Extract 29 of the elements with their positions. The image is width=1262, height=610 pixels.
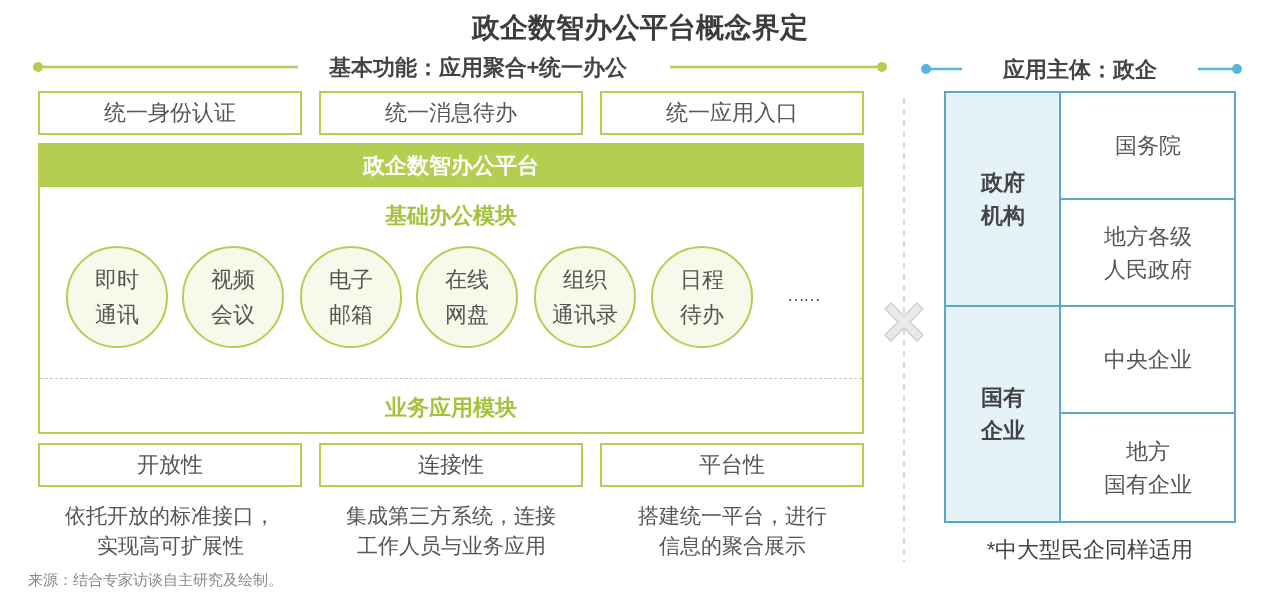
feature-box: 连接性 — [319, 443, 583, 487]
module-circle: 即时通讯 — [66, 246, 168, 348]
ellipsis: …… — [787, 284, 819, 306]
category-cell: 政府机构 — [944, 91, 1061, 307]
module-circle: 日程待办 — [651, 246, 753, 348]
source-note: 来源：结合专家访谈自主研究及绘制。 — [28, 570, 283, 590]
category-cell: 国有企业 — [944, 305, 1061, 523]
feature-box: 统一消息待办 — [319, 91, 583, 135]
platform-panel — [38, 143, 864, 434]
description-text: 依托开放的标准接口，实现高可扩展性 — [65, 503, 275, 559]
feature-box: 开放性 — [38, 443, 302, 487]
module-circle: 组织通讯录 — [534, 246, 636, 348]
description-text: 集成第三方系统，连接工作人员与业务应用 — [346, 503, 556, 559]
entity-cell: 地方国有企业 — [1059, 412, 1236, 523]
section-heading: 业务应用模块 — [385, 394, 517, 422]
module-circle: 视频会议 — [182, 246, 284, 348]
section-heading: 基本功能：应用聚合+统一办公 — [328, 54, 628, 82]
entity-cell: 国务院 — [1059, 91, 1236, 200]
header-band: 政企数智办公平台 — [40, 145, 862, 187]
title: 政企数智办公平台概念界定 — [472, 11, 808, 45]
module-circle: 电子邮箱 — [300, 246, 402, 348]
feature-box: 平台性 — [600, 443, 864, 487]
section-heading: 基础办公模块 — [385, 202, 517, 230]
feature-box: 统一应用入口 — [600, 91, 864, 135]
description-text: 搭建统一平台，进行信息的聚合展示 — [637, 503, 827, 559]
footnote: *中大型民企同样适用 — [986, 536, 1194, 564]
module-circle: 在线网盘 — [416, 246, 518, 348]
section-heading: 应用主体：政企 — [1003, 56, 1157, 84]
feature-box: 统一身份认证 — [38, 91, 302, 135]
